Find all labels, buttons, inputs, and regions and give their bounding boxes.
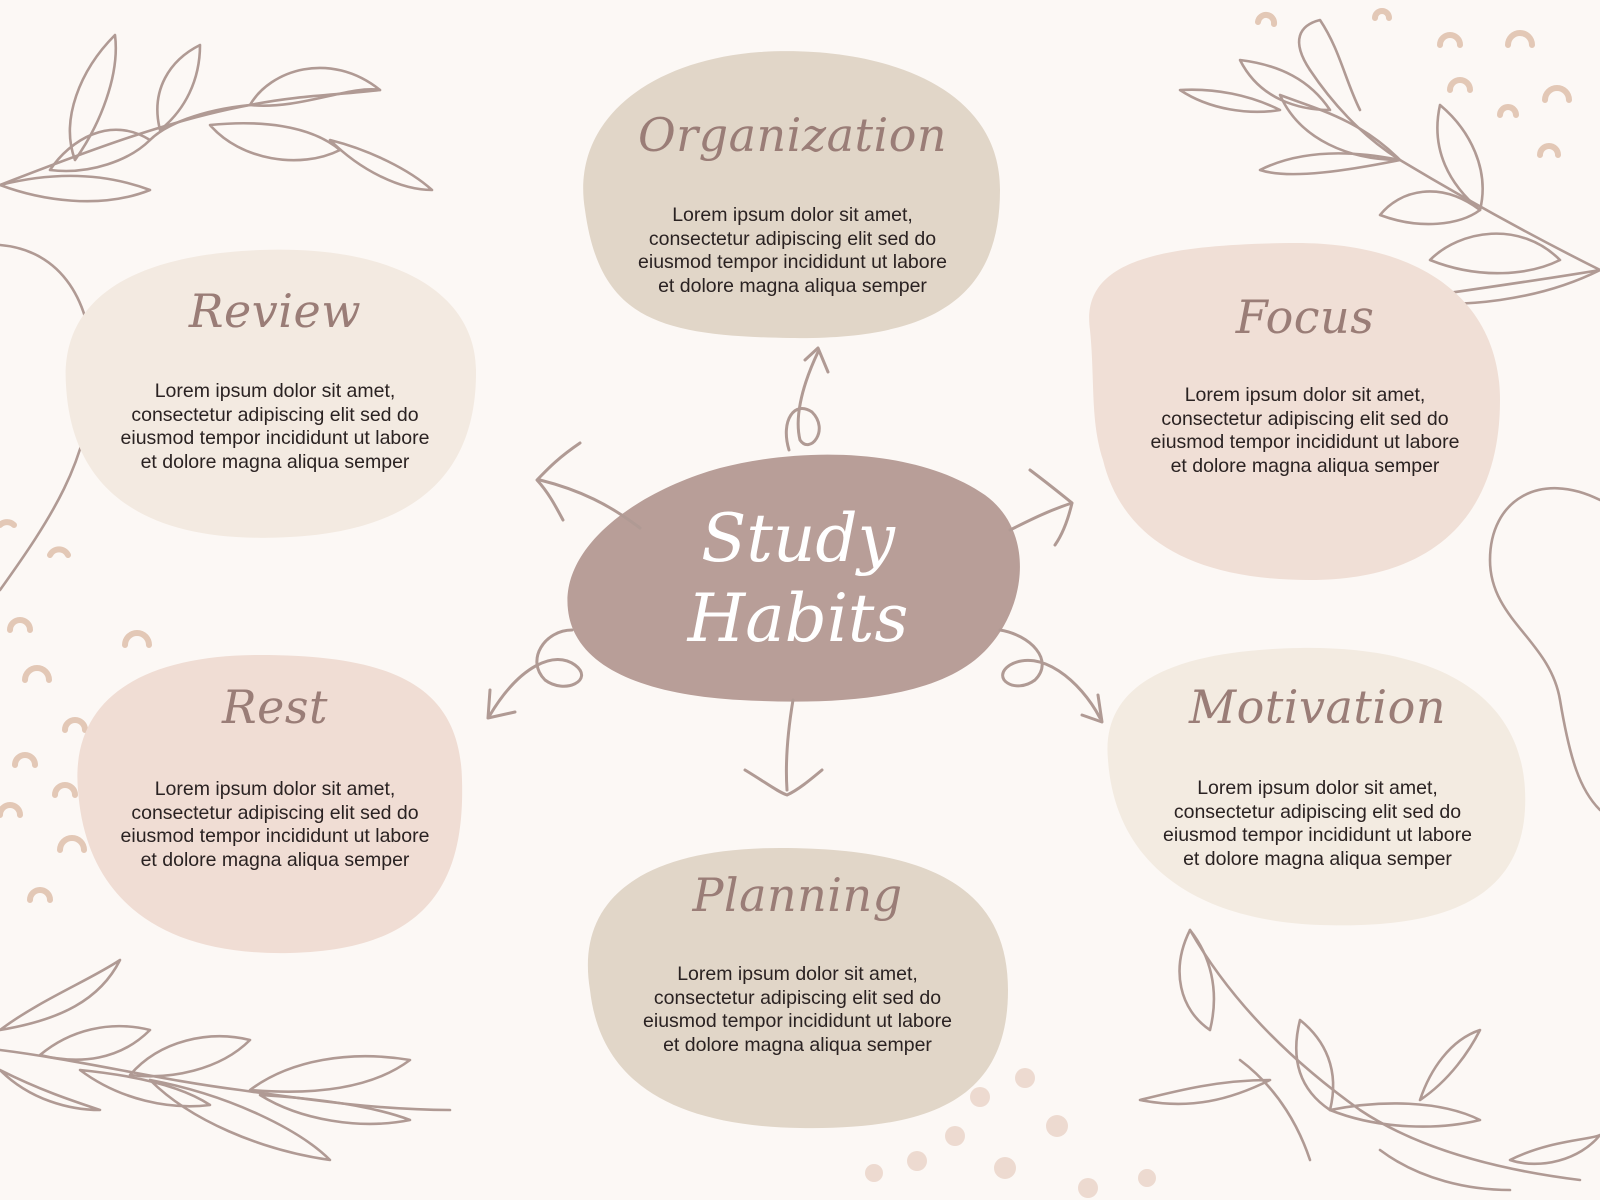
decor-arcs (0, 8, 1572, 903)
focus-node-title: Focus (1235, 290, 1375, 344)
decorations (0, 18, 1600, 1192)
curved-arrow-icon (535, 441, 642, 530)
rest-node-title: Rest (222, 680, 328, 734)
center-title-line2: Habits (687, 580, 909, 657)
organization-node-text: Lorem ipsum dolor sit amet, consectetur … (638, 204, 947, 297)
center-title-line1: Study (701, 500, 895, 577)
center-node-blob (567, 454, 1020, 702)
focus-node-text: Lorem ipsum dolor sit amet, consectetur … (1150, 384, 1460, 477)
organization-node-blob (583, 51, 1000, 339)
motivation-node-blob (1107, 647, 1526, 926)
curved-arrow-icon (743, 698, 824, 797)
motivation-node-text: Lorem ipsum dolor sit amet, consectetur … (1163, 777, 1472, 870)
leaf-branch-icon (0, 958, 452, 1162)
decor-dots (865, 1068, 1156, 1198)
curved-arrow-icon (784, 346, 830, 452)
focus-node-blob (1089, 242, 1500, 580)
decor-curve-right (1488, 486, 1600, 812)
curved-arrow-icon (998, 628, 1104, 724)
planning-node-title: Planning (692, 868, 903, 922)
rest-node-text: Lorem ipsum dolor sit amet, consectetur … (120, 778, 430, 871)
planning-node-text: Lorem ipsum dolor sit amet, consectetur … (643, 963, 952, 1056)
planning-node-blob (587, 848, 1008, 1129)
leaf-branch-icon (0, 33, 434, 203)
rest-node-blob (77, 655, 463, 954)
leaf-branch-icon (1138, 928, 1600, 1192)
motivation-node-title: Motivation (1189, 680, 1446, 734)
curved-arrow-icon (486, 628, 583, 720)
curved-arrow-icon (1008, 468, 1074, 547)
review-node-text: Lorem ipsum dolor sit amet, consectetur … (120, 380, 430, 473)
connector-arrows (486, 346, 1104, 797)
organization-node-title: Organization (637, 108, 948, 162)
review-node-blob (65, 249, 477, 538)
review-node-title: Review (188, 284, 362, 338)
